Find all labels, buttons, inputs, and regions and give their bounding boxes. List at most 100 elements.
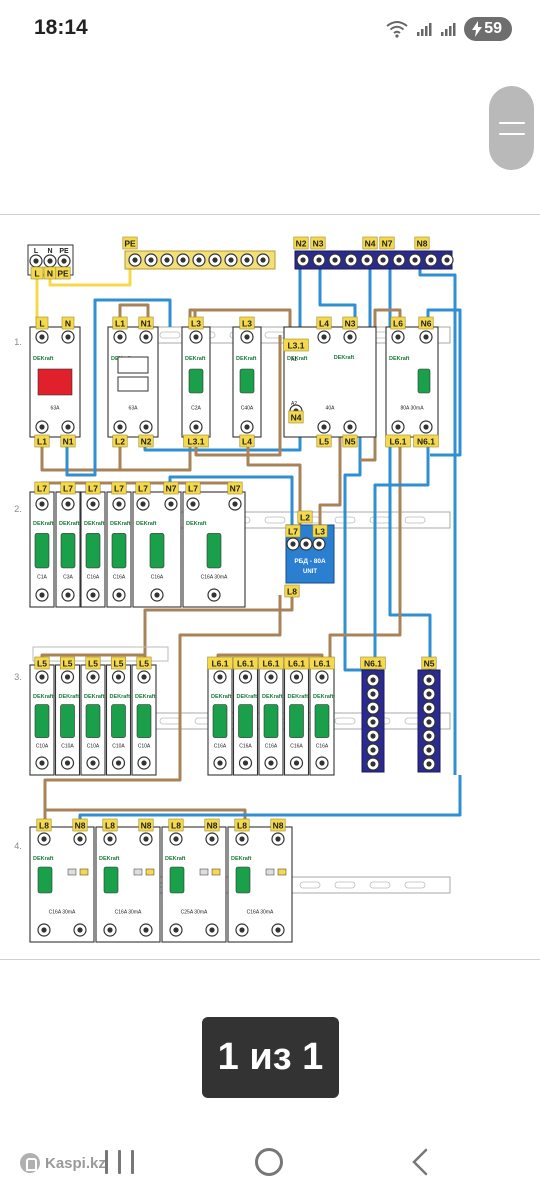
row1-bottom-label-L4-tag: [239, 434, 255, 448]
back-button[interactable]: [400, 1146, 440, 1178]
brand-label: DEKraft: [33, 356, 54, 362]
rcbo-handle: [37, 866, 53, 894]
row2-bottom-screw-center: [211, 592, 217, 598]
row1-bottom-label-N2: N2: [141, 437, 152, 447]
row1-top-screw-center: [347, 334, 353, 340]
row1-top-screw-center: [143, 334, 149, 340]
row1-top-screw-center: [117, 334, 123, 340]
row4-label-l: L8: [105, 821, 115, 831]
row2-label-tag: [111, 481, 127, 495]
row1-bottom-label-N1-tag: [60, 434, 76, 448]
wire-n8-bridge: [78, 775, 462, 827]
row3-right-label: L6.1: [262, 659, 279, 669]
rcbo-handle: [103, 866, 119, 894]
voltage-display: [117, 356, 149, 374]
brand-label: DEKraft: [33, 856, 54, 862]
neutral-bus-screw-center: [396, 257, 402, 263]
row3-right-label-tag: [232, 656, 259, 670]
wire-n2: [143, 255, 302, 452]
row3-screw-center: [293, 674, 300, 680]
breaker-handle: [188, 368, 204, 394]
din-rail-row2-slot: [404, 516, 426, 524]
brand-label: DEKraft: [231, 856, 252, 862]
input-label-L: L: [34, 248, 39, 255]
neutral-bus-screw-center: [316, 257, 322, 263]
breaker-handle: [85, 704, 101, 738]
row1-top-label-L3-tag: [188, 316, 204, 330]
voltage-display-2: [117, 376, 149, 392]
status-icons: 59: [386, 16, 512, 42]
brand-label: DEKraft: [135, 694, 156, 700]
charging-bolt-icon: [472, 21, 483, 37]
row1-top-label-L6: L6: [393, 319, 403, 329]
neutral-bus-screw-center: [364, 257, 370, 263]
row3-left-label-tag: [34, 656, 50, 670]
n5-busbar-screw-center: [426, 747, 432, 753]
row2-label-n: N7: [166, 484, 177, 494]
breaker-handle: [111, 533, 127, 569]
row3-bottom-screw-center: [319, 760, 325, 766]
row3-bottom-screw-center: [141, 760, 147, 766]
wire-n3: [318, 255, 357, 327]
row2-label: L7: [63, 484, 73, 494]
row4-screw-center: [173, 836, 179, 842]
row3-bottom-screw-center: [115, 760, 122, 766]
row4-screw-center: [41, 836, 47, 842]
din-rail-row4-slot: [404, 881, 426, 889]
row1-bottom-label-L2: L2: [115, 437, 125, 447]
breaker-rating: 80A 30mA: [400, 406, 424, 412]
row4-screw-center: [107, 836, 113, 842]
input-tag-PE: PE: [57, 269, 69, 279]
neutral-bus-label-N4: N4: [365, 239, 376, 249]
page-counter: 1 из 1: [202, 1017, 339, 1098]
row-number: 2.: [14, 504, 22, 514]
row2-label-tag: [135, 481, 151, 495]
row2-label-tag: [85, 481, 101, 495]
wire-n6-feed: [426, 308, 462, 457]
neutral-bus-screw-center: [428, 257, 434, 263]
row4-label-n-tag: [72, 818, 88, 832]
row1-top-label-N1: N1: [141, 319, 152, 329]
row1-bottom-screw-center: [423, 424, 429, 430]
wire-l2-relay: [246, 437, 302, 525]
row3-right-label: L6.1: [237, 659, 254, 669]
wire-n6-1: [373, 437, 430, 675]
brand-label: DEKraft: [110, 694, 131, 700]
brand-label: DEKraft: [236, 356, 257, 362]
pe-bus-screw-center: [244, 257, 250, 263]
row4-label-l: L8: [171, 821, 181, 831]
brand-label: DEKraft: [262, 694, 283, 700]
breaker-rating: C16A: [316, 744, 329, 750]
row2-label-n-tag: [163, 481, 179, 495]
row2-screw-center: [140, 501, 146, 507]
row3-screw-center: [242, 674, 249, 680]
row3-right-label-tag: [283, 656, 310, 670]
home-button[interactable]: [249, 1146, 289, 1178]
wire-l8: [43, 595, 282, 827]
row1-bottom-screw-center: [395, 424, 401, 430]
row1-top-label-N-tag: [61, 316, 75, 330]
breaker-rating: C10A: [36, 744, 49, 750]
row2-label: L7: [114, 484, 124, 494]
battery-indicator: 59: [464, 17, 512, 41]
row1-bottom-label-N6.1-tag: [413, 434, 439, 448]
status-bar: 18:14 59: [0, 0, 540, 56]
recents-button[interactable]: [99, 1146, 139, 1178]
row1-bottom-label-N6.1: N6.1: [417, 437, 435, 447]
row1-top-screw-center: [39, 334, 45, 340]
input-tag-N: N: [47, 269, 53, 279]
home-icon: [255, 1148, 283, 1176]
row3-screw-center: [268, 674, 274, 680]
relay-label-l3: L3: [315, 527, 325, 537]
brand-label: DEKraft: [99, 856, 120, 862]
rcd-switch: [37, 368, 73, 396]
back-icon: [412, 1148, 428, 1176]
rcbo-handle: [235, 866, 251, 894]
n6-1-busbar-screw-center: [370, 719, 376, 725]
indicator: [277, 868, 287, 876]
breaker-rating: C25A 30mA: [181, 909, 208, 915]
row2-bottom-screw-center: [39, 592, 45, 598]
menu-button[interactable]: [489, 86, 534, 170]
relay-screw-center: [290, 541, 296, 547]
